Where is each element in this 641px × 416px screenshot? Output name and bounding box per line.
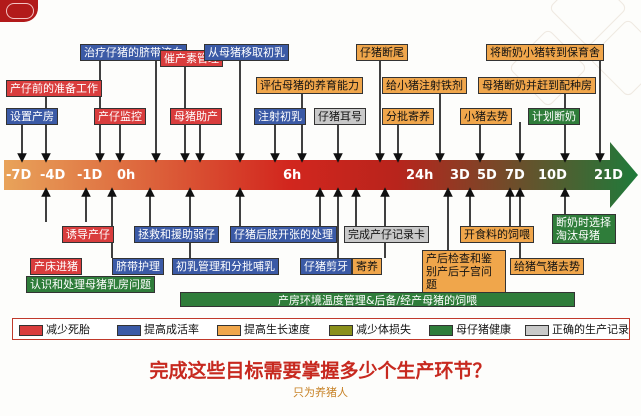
legend-label: 正确的生产记录 [552,323,629,336]
step-box: 仔猪后肢开张的处理 [230,226,337,243]
legend-swatch [329,324,353,336]
legend-label: 减少体损失 [356,323,411,336]
step-box: 初乳管理和分批哺乳 [172,258,279,275]
legend-item: 提高生长速度 [217,322,310,337]
step-box: 母猪断奶并赶到配种房 [478,77,596,94]
step-box: 给小猪注射铁剂 [382,77,467,94]
subtitle: 只为养猪人 [293,386,348,399]
timeline-label: -4D [40,168,66,183]
timeline-label: 21D [594,168,623,183]
timeline-label: -7D [6,168,32,183]
legend: 减少死胎 提高成活率 提高生长速度 减少体损失 母仔猪健康 正确的生产记录 [12,318,630,340]
legend-label: 提高成活率 [144,323,199,336]
step-box: 产床进猪 [30,258,82,275]
step-box: 小猪去势 [460,108,512,125]
step-box: 拯救和援助弱仔 [134,226,219,243]
step-box: 将断奶小猪转到保育舍 [486,44,604,61]
legend-item: 母仔猪健康 [429,322,511,337]
legend-item: 正确的生产记录 [525,322,629,337]
step-box: 产后检查和鉴别产后子宫问题 [422,250,506,293]
legend-label: 母仔猪健康 [456,323,511,336]
step-box: 计划断奶 [528,108,580,125]
step-box: 注射初乳 [254,108,306,125]
step-box: 完成产仔记录卡 [344,226,429,243]
step-box: 认识和处理母猪乳房问题 [26,276,155,293]
timeline-label: 3D [450,168,470,183]
legend-swatch [525,324,549,336]
step-box: 从母猪移取初乳 [204,44,289,61]
legend-item: 减少死胎 [19,322,90,337]
step-box: 仔猪耳号 [314,108,366,125]
timeline-label: -1D [77,168,103,183]
legend-item: 减少体损失 [329,322,411,337]
legend-swatch [117,324,141,336]
step-box: 断奶时选择淘汰母猪 [552,214,616,244]
step-box: 设置产房 [6,108,58,125]
step-box: 给猪气猪去势 [510,258,584,275]
step-box: 诱导产仔 [62,226,114,243]
timeline-label: 0h [117,168,136,183]
legend-swatch [19,324,43,336]
legend-label: 减少死胎 [46,323,90,336]
step-box: 仔猪断尾 [356,44,408,61]
timeline-label: 5D [477,168,497,183]
environment-feeding-bar: 产房环境温度管理&后备/经产母猪的饲喂 [180,292,575,307]
step-box: 开食料的饲喂 [460,226,534,243]
step-box: 寄养 [352,258,382,275]
corner-seal [0,0,38,22]
timeline-label: 6h [283,168,302,183]
timeline-label: 10D [538,168,567,183]
legend-swatch [217,324,241,336]
timeline-arrow [4,142,638,208]
step-box: 评估母猪的养育能力 [256,77,363,94]
step-box: 脐带护理 [112,258,164,275]
main-question: 完成这些目标需要掌握多少个生产环节？ [149,360,492,382]
step-box: 仔猪剪牙 [300,258,352,275]
step-box: 分批寄养 [382,108,434,125]
legend-label: 提高生长速度 [244,323,310,336]
timeline-label: 7D [505,168,525,183]
timeline-label: 24h [406,168,434,183]
step-box: 产仔监控 [94,108,146,125]
legend-swatch [429,324,453,336]
step-box: 产仔前的准备工作 [6,80,102,97]
step-box: 母猪助产 [170,108,222,125]
legend-item: 提高成活率 [117,322,199,337]
